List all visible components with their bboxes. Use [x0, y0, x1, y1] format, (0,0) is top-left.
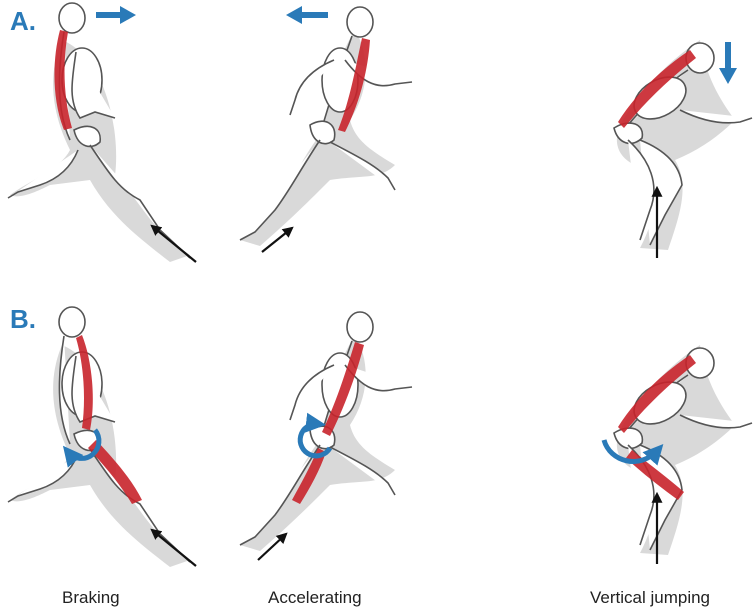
muscle-shape — [618, 50, 696, 128]
muscle-shape — [338, 38, 370, 132]
movement-arrow-down — [719, 42, 737, 84]
figure-a-vertical-jumping — [613, 40, 753, 258]
figure-a-accelerating — [239, 6, 413, 253]
muscle-shape — [76, 335, 93, 430]
movement-arrow-left — [286, 6, 328, 24]
skeleton-icon — [7, 2, 191, 259]
skeleton-icon — [239, 6, 413, 241]
rotation-arrow — [601, 439, 664, 466]
skeleton-icon — [613, 347, 753, 551]
muscle-shape — [54, 30, 72, 130]
panel-label-b: B. — [10, 304, 36, 334]
muscle-shape — [618, 355, 696, 433]
caption-braking: Braking — [62, 588, 120, 607]
skeleton-icon — [613, 42, 753, 246]
muscle-shape — [322, 342, 364, 436]
figure-b-braking — [7, 306, 197, 567]
caption-vertical-jumping: Vertical jumping — [590, 588, 711, 607]
movement-arrow-right — [96, 6, 136, 24]
panel-label-a: A. — [10, 6, 36, 36]
figure-a-braking — [7, 2, 197, 263]
figure-b-vertical-jumping — [601, 345, 753, 564]
rotation-arrow — [297, 412, 333, 459]
force-arrow — [150, 224, 197, 263]
caption-accelerating: Accelerating — [268, 588, 362, 607]
force-arrow — [150, 528, 197, 567]
muscle-shape — [292, 448, 326, 504]
muscle-shape — [88, 440, 142, 504]
force-arrow — [261, 226, 294, 253]
figure-b-accelerating — [239, 311, 413, 561]
rotation-arrow — [62, 428, 102, 468]
force-arrow — [257, 532, 288, 561]
